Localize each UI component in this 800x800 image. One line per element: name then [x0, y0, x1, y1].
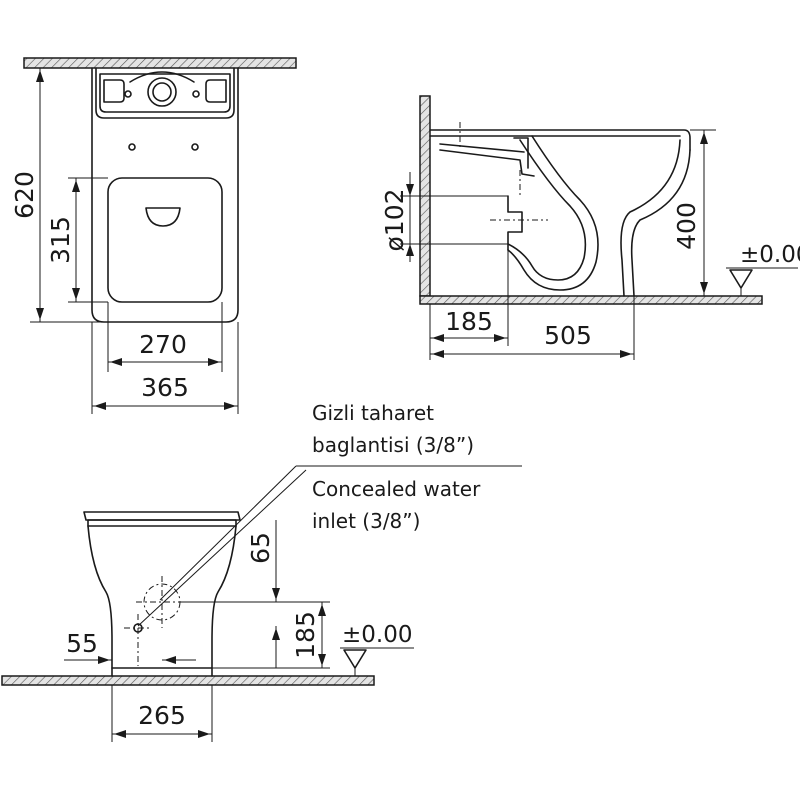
side-rim — [429, 129, 691, 151]
front-view: 620 315 270 365 — [10, 57, 297, 414]
flush-button-icon — [147, 77, 177, 107]
front-lid-handle — [145, 207, 181, 227]
dim-270: 270 — [139, 330, 187, 359]
front-cistern — [95, 67, 235, 119]
dim-outlet-diameter: ø102 — [380, 188, 409, 251]
rear-view: 65 185 ±0.00 55 265 — [1, 511, 414, 742]
rear-seat — [83, 511, 241, 521]
rear-body — [87, 525, 113, 677]
fixing-hole-icon — [128, 143, 136, 151]
front-body-outline — [91, 67, 239, 323]
dim-55: 55 — [66, 629, 98, 658]
note-tr-line2: baglantisi (3/8”) — [312, 433, 474, 457]
dim-315: 315 — [46, 216, 75, 264]
note-tr-line1: Gizli taharet — [312, 401, 434, 425]
side-floor-level: ±0.00 — [740, 242, 800, 268]
front-wall — [23, 57, 297, 69]
note-en-line1: Concealed water — [312, 477, 481, 501]
note-en-line2: inlet (3/8”) — [312, 509, 420, 533]
side-floor — [419, 295, 763, 305]
level-symbol-icon — [343, 649, 367, 669]
dim-185-rear: 185 — [291, 611, 320, 659]
dim-620: 620 — [10, 171, 39, 219]
side-view: ø102 400 ±0.00 185 505 — [380, 95, 800, 360]
fixing-hole-icon — [191, 143, 199, 151]
level-symbol-icon — [729, 269, 753, 289]
dim-505: 505 — [544, 321, 592, 350]
rear-floor-level: ±0.00 — [342, 622, 412, 648]
side-bowl — [507, 135, 599, 291]
dim-365: 365 — [141, 373, 189, 402]
dim-400: 400 — [672, 202, 701, 250]
notes: Gizli taharet baglantisi (3/8”) Conceale… — [137, 401, 522, 627]
dim-265: 265 — [138, 701, 186, 730]
dim-65: 65 — [246, 532, 275, 564]
dim-185-side: 185 — [445, 307, 493, 336]
side-shell — [630, 149, 691, 297]
front-seat-lid — [107, 177, 223, 303]
rear-floor — [1, 675, 375, 686]
